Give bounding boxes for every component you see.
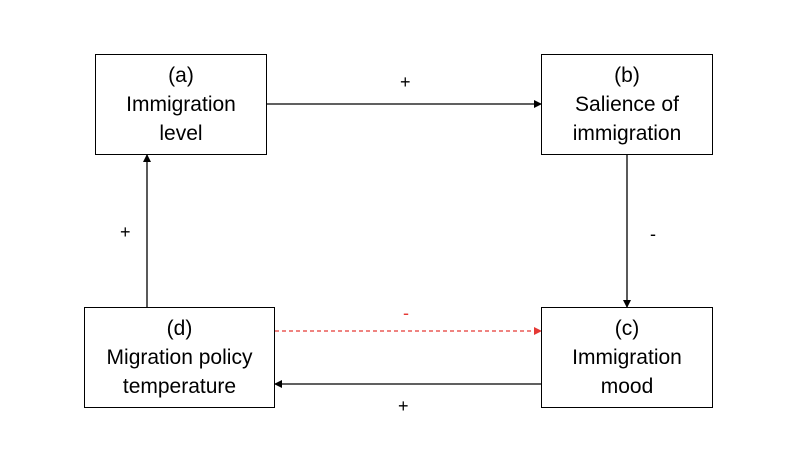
node-salience-of-immigration: (b) Salience of immigration xyxy=(541,54,713,155)
node-b-line2: immigration xyxy=(572,122,682,145)
node-migration-policy-temperature: (d) Migration policy temperature xyxy=(84,307,275,408)
edge-sign-d-to-a: + xyxy=(120,222,131,242)
node-d-line1: Migration policy xyxy=(106,346,253,369)
node-a-line1: Immigration xyxy=(126,93,236,116)
node-a-id: (a) xyxy=(168,64,194,87)
node-a-line2: level xyxy=(159,122,203,145)
node-immigration-level: (a) Immigration level xyxy=(95,54,267,155)
node-b-line1: Salience of xyxy=(575,93,679,116)
edge-sign-c-to-d: + xyxy=(398,396,409,416)
node-c-id: (c) xyxy=(614,317,640,340)
node-b-id: (b) xyxy=(614,64,640,87)
node-c-line2: mood xyxy=(600,375,654,398)
edge-sign-a-to-b: + xyxy=(400,72,411,92)
node-d-id: (d) xyxy=(166,317,193,340)
node-immigration-mood: (c) Immigration mood xyxy=(541,307,713,408)
edge-sign-d-to-c: - xyxy=(403,303,409,323)
node-d-line2: temperature xyxy=(122,375,237,398)
node-c-line1: Immigration xyxy=(572,346,682,369)
edge-sign-b-to-c: - xyxy=(650,224,656,244)
